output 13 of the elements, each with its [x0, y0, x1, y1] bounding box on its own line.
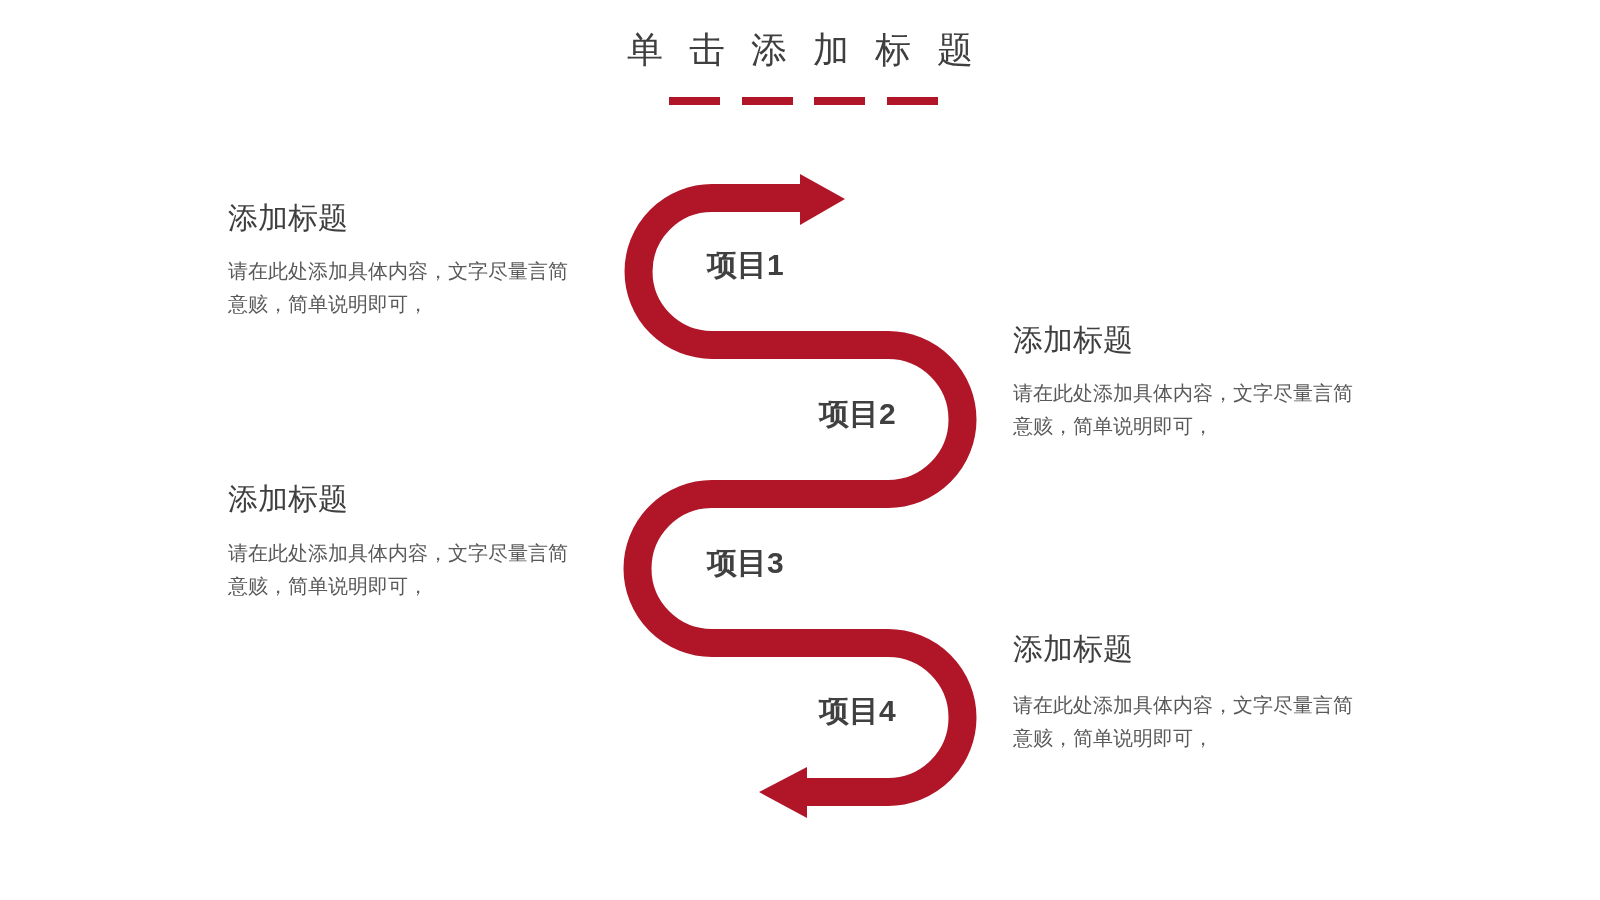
section-heading: 添加标题 [1013, 631, 1133, 667]
section-heading: 添加标题 [228, 481, 348, 517]
step-label: 项目4 [819, 693, 896, 729]
description-text: 请在此处添加具体内容，文字尽量言简意赅，简单说明即可， [228, 259, 569, 317]
section-heading: 添加标题 [228, 200, 348, 236]
description-text: 请在此处添加具体内容，文字尽量言简意赅，简单说明即可， [1013, 381, 1354, 439]
page-title: 单击添加标题 [627, 32, 999, 68]
step-label: 项目2 [819, 396, 896, 432]
step-label: 项目1 [707, 247, 784, 283]
description-text: 请在此处添加具体内容，文字尽量言简意赅，简单说明即可， [228, 541, 569, 599]
section-heading: 添加标题 [1013, 322, 1133, 358]
description-text: 请在此处添加具体内容，文字尽量言简意赅，简单说明即可， [1013, 693, 1354, 751]
step-label: 项目3 [707, 545, 784, 581]
